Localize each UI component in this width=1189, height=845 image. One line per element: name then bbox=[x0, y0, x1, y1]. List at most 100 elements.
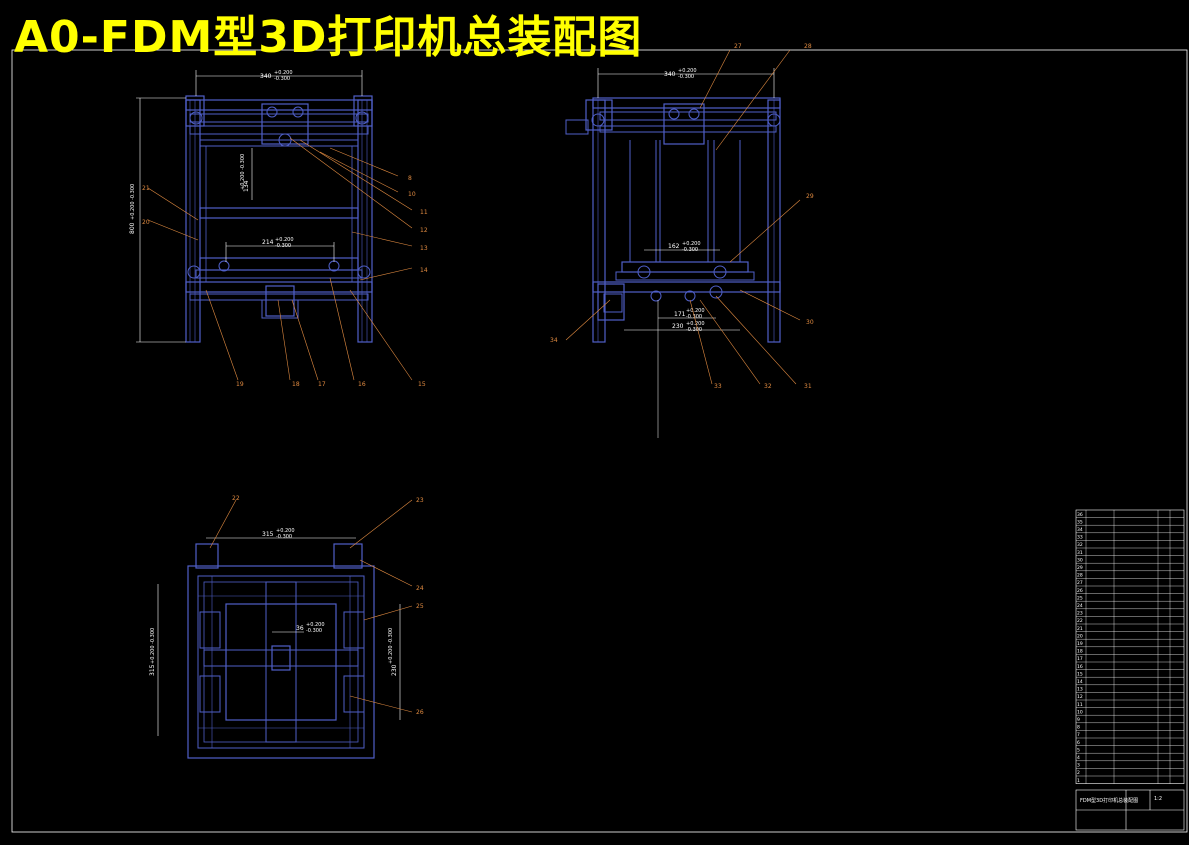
callout-number: 17 bbox=[318, 381, 326, 388]
bom-cell-no: 18 bbox=[1077, 649, 1083, 655]
front-leader bbox=[349, 289, 413, 381]
front-dim-bed-tol-lower: -0.300 bbox=[275, 243, 291, 249]
side-leaders bbox=[565, 49, 801, 385]
side-dim-rail-tol-lower: -0.300 bbox=[682, 247, 698, 253]
side-leader bbox=[715, 295, 797, 385]
side-carriage-wheel bbox=[688, 108, 700, 120]
front-dim-height-value: 800 bbox=[129, 222, 136, 234]
top-side-block bbox=[343, 611, 365, 649]
bom-cell-no: 19 bbox=[1077, 641, 1083, 647]
bom-cell-no: 26 bbox=[1077, 588, 1083, 594]
top-dim-text: 315 +0.200 -0.300 315 +0.200 -0.300 230 … bbox=[149, 528, 398, 676]
top-dimensions bbox=[157, 537, 401, 736]
bom-cell-no: 2 bbox=[1077, 770, 1080, 776]
side-leader bbox=[565, 299, 611, 341]
front-leader bbox=[319, 151, 399, 193]
front-dim-top-tol-lower: -0.300 bbox=[274, 76, 290, 82]
top-bed bbox=[225, 603, 337, 721]
side-dim-low1-tol-lower: -0.300 bbox=[686, 314, 702, 320]
front-bed-bearing bbox=[187, 265, 201, 279]
top-dim-center-tol-lower: -0.300 bbox=[306, 628, 322, 634]
top-leader bbox=[209, 499, 237, 549]
top-y-rail bbox=[265, 581, 297, 743]
front-z-motor-base bbox=[261, 299, 299, 319]
side-carriage-wheel bbox=[668, 108, 680, 120]
top-leader bbox=[363, 605, 413, 621]
top-leader bbox=[349, 499, 413, 549]
callout-number: 8 bbox=[408, 175, 412, 182]
front-left-post bbox=[185, 99, 201, 343]
front-dim-inner-tol: +0.200 -0.300 bbox=[240, 154, 246, 190]
bom-cell-no: 30 bbox=[1077, 557, 1083, 563]
side-top-rail bbox=[599, 111, 777, 121]
title-block-text: FDM型3D打印机总装配图 1:2 bbox=[1080, 796, 1162, 804]
sheet-border bbox=[11, 49, 1188, 833]
side-carriage bbox=[663, 103, 705, 145]
bom-cell-no: 23 bbox=[1077, 611, 1083, 617]
callout-number: 27 bbox=[734, 43, 742, 50]
side-leader bbox=[739, 289, 801, 321]
callout-number: 12 bbox=[420, 227, 428, 234]
bom-cell-no: 7 bbox=[1077, 732, 1080, 738]
top-x-rail bbox=[203, 649, 359, 667]
callout-number: 34 bbox=[550, 337, 558, 344]
side-leader bbox=[715, 49, 791, 151]
side-lower-block bbox=[597, 283, 625, 321]
top-side-block bbox=[199, 611, 221, 649]
bom-cell-no: 21 bbox=[1077, 626, 1083, 632]
callout-number: 11 bbox=[420, 209, 428, 216]
front-dim-bed-value: 214 bbox=[262, 239, 274, 246]
callout-number: 33 bbox=[714, 383, 722, 390]
top-dim-center-value: 36 bbox=[296, 625, 304, 632]
top-dim-center-tol-upper: +0.200 bbox=[306, 622, 325, 628]
front-top-rail bbox=[189, 113, 369, 123]
top-motor-right bbox=[333, 543, 363, 569]
callout-number: 24 bbox=[416, 585, 424, 592]
side-leader bbox=[699, 49, 731, 109]
callout-number: 32 bbox=[764, 383, 772, 390]
callout-number: 22 bbox=[232, 495, 240, 502]
side-dim-top-tol-upper: +0.200 bbox=[678, 68, 697, 74]
side-bracket bbox=[565, 119, 589, 135]
side-left-post bbox=[592, 99, 606, 343]
front-leader bbox=[277, 299, 291, 381]
bom-cell-no: 4 bbox=[1077, 755, 1080, 761]
front-bed-bearing bbox=[357, 265, 371, 279]
bom-cell-no: 29 bbox=[1077, 565, 1083, 571]
callout-number: 23 bbox=[416, 497, 424, 504]
side-dim-low2-tol-lower: -0.300 bbox=[686, 327, 702, 333]
side-bed-support bbox=[615, 271, 755, 281]
front-carriage-wheel bbox=[292, 106, 304, 118]
top-carriage bbox=[271, 645, 291, 671]
side-leader bbox=[689, 299, 713, 385]
front-lower-beam bbox=[185, 281, 373, 293]
front-dim-inner-value: 134 bbox=[243, 180, 250, 192]
front-lower-rail bbox=[189, 293, 369, 301]
callout-number: 25 bbox=[416, 603, 424, 610]
side-bottom-block bbox=[603, 293, 623, 313]
callout-number: 19 bbox=[236, 381, 244, 388]
bom-cell-no: 14 bbox=[1077, 679, 1083, 685]
side-lower-bearing bbox=[709, 285, 723, 299]
callout-number: 30 bbox=[806, 319, 814, 326]
side-view bbox=[565, 97, 781, 343]
bom-cell-no: 35 bbox=[1077, 519, 1083, 525]
top-dim-width-tol-lower: -0.300 bbox=[276, 534, 292, 540]
side-dim-rail-tol-upper: +0.200 bbox=[682, 241, 701, 247]
side-dimensions bbox=[597, 68, 775, 331]
callout-number: 15 bbox=[418, 381, 426, 388]
top-frame-outer bbox=[187, 565, 375, 759]
callout-number: 14 bbox=[420, 267, 428, 274]
bom-cell-no: 24 bbox=[1077, 603, 1083, 609]
front-carriage-wheel bbox=[266, 106, 278, 118]
front-dimensions bbox=[136, 70, 363, 343]
callout-number: 18 bbox=[292, 381, 300, 388]
top-view bbox=[187, 543, 375, 759]
callout-number: 16 bbox=[358, 381, 366, 388]
title-block-drawing-name: FDM型3D打印机总装配图 bbox=[1080, 797, 1138, 804]
